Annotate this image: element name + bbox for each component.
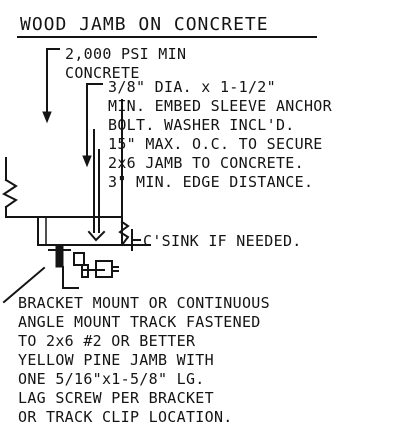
- anchor-leader-arrow: [82, 155, 92, 168]
- track-bracket: [48, 244, 85, 289]
- anchor-note-line-6: 3" MIN. EDGE DISTANCE.: [108, 173, 313, 191]
- bracket-leader: [2, 266, 46, 304]
- sleeve-anchor: [87, 129, 106, 242]
- concrete-wall: [5, 99, 123, 218]
- bracket-note-line-6: LAG SCREW PER BRACKET: [18, 389, 214, 407]
- bracket-note-line-5: ONE 5/16"x1-5/8" LG.: [18, 370, 205, 388]
- concrete-note-line-1: 2,000 PSI MIN: [65, 45, 186, 63]
- detail-title: WOOD JAMB ON CONCRETE: [20, 14, 269, 35]
- break-line-symbol: [2, 178, 18, 209]
- bracket-note-line-4: YELLOW PINE JAMB WITH: [18, 351, 214, 369]
- anchor-note-line-1: 3/8" DIA. x 1-1/2": [108, 78, 276, 96]
- bracket-note-line-7: OR TRACK CLIP LOCATION.: [18, 408, 233, 426]
- concrete-leader-arrow: [42, 111, 52, 124]
- anchor-note-line-3: BOLT. WASHER INCL'D.: [108, 116, 295, 134]
- anchor-note-line-7: C'SINK IF NEEDED.: [143, 232, 302, 250]
- concrete-leader: [46, 48, 60, 119]
- anchor-leader: [86, 83, 103, 163]
- bracket-note-line-2: ANGLE MOUNT TRACK FASTENED: [18, 313, 261, 331]
- track-roller: [81, 260, 119, 278]
- anchor-note-line-4: 15" MAX. O.C. TO SECURE: [108, 135, 323, 153]
- anchor-note-line-5: 2x6 JAMB TO CONCRETE.: [108, 154, 304, 172]
- concrete-note-line-2: CONCRETE: [65, 64, 140, 82]
- jamb-break-symbol: [118, 220, 130, 247]
- anchor-note-line-2: MIN. EMBED SLEEVE ANCHOR: [108, 97, 333, 115]
- bracket-note-line-1: BRACKET MOUNT OR CONTINUOUS: [18, 294, 270, 312]
- bracket-note-line-3: TO 2x6 #2 OR BETTER: [18, 332, 196, 350]
- wood-jamb: [37, 216, 123, 246]
